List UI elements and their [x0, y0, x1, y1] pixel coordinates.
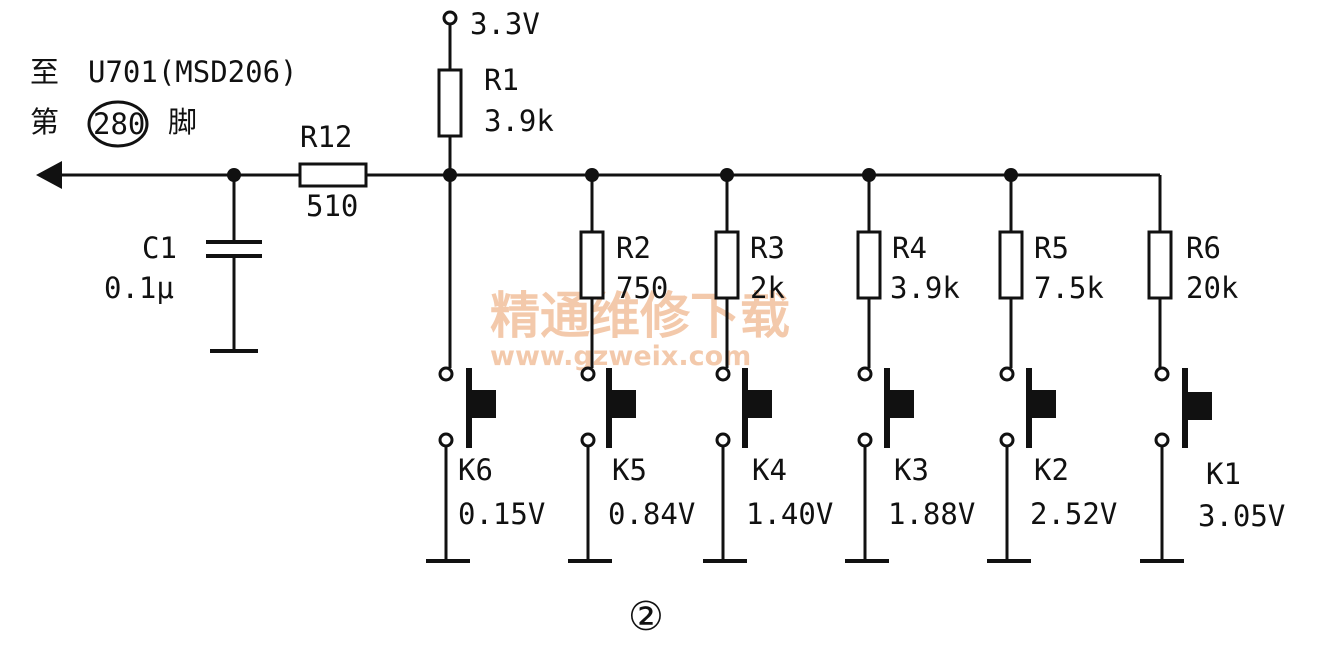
dest-line2-suffix: 脚 [168, 105, 197, 139]
k5-key: K5 [612, 453, 647, 487]
k1-key: K1 [1206, 457, 1241, 491]
r12-name: R12 [300, 120, 352, 154]
output-arrow [36, 161, 62, 189]
k4-key: K4 [752, 453, 787, 487]
k1-terminal-top [1154, 366, 1170, 382]
r6-resistor [1147, 230, 1173, 300]
r4-name: R4 [892, 231, 927, 265]
k3-voltage: 1.88V [888, 497, 975, 531]
supply-label: 3.3V [470, 7, 540, 41]
k2-voltage: 2.52V [1030, 497, 1117, 531]
dest-line2-prefix: 第 [30, 105, 59, 139]
r3-value: 2k [750, 271, 785, 305]
r2-resistor [579, 230, 605, 300]
c1-name: C1 [142, 231, 177, 265]
r1-resistor [437, 68, 463, 138]
k4-voltage: 1.40V [746, 497, 833, 531]
r5-value: 7.5k [1034, 271, 1104, 305]
k4-switch-button [748, 390, 772, 418]
k4-terminal-top [715, 366, 731, 382]
r5-name: R5 [1034, 231, 1069, 265]
k5-switch-bar [606, 368, 612, 448]
r2-name: R2 [616, 231, 651, 265]
r2-value: 750 [616, 271, 668, 305]
k5-switch-button [612, 390, 636, 418]
k6-key: K6 [458, 453, 493, 487]
k2-terminal-top [999, 366, 1015, 382]
r1-value: 3.9k [484, 104, 554, 138]
k4-switch-bar [742, 368, 748, 448]
k6-voltage: 0.15V [458, 497, 545, 531]
k1-switch-bar [1182, 368, 1188, 448]
k2-switch-button [1032, 390, 1056, 418]
r4-resistor [856, 230, 882, 300]
figure-number: ② [628, 594, 664, 640]
branch-k5: R2 750 K5 0.84V [568, 168, 695, 563]
k3-switch-button [890, 390, 914, 418]
r6-value: 20k [1186, 271, 1239, 305]
branch-k4: R3 2k K4 1.40V [703, 168, 833, 563]
r6-name: R6 [1186, 231, 1221, 265]
k2-terminal-bottom [999, 432, 1015, 448]
branch-k1: R6 20k K1 3.05V [1140, 230, 1285, 563]
k5-voltage: 0.84V [608, 497, 695, 531]
k1-voltage: 3.05V [1198, 499, 1285, 533]
k5-terminal-top [580, 366, 596, 382]
pin-circle [87, 100, 149, 148]
watermark-text: 精通维修下载 [490, 287, 790, 345]
r12-value: 510 [306, 189, 358, 223]
dest-chip: U701(MSD206) [88, 55, 298, 89]
r3-resistor [714, 230, 740, 300]
r4-value: 3.9k [890, 271, 960, 305]
k3-switch-bar [884, 368, 890, 448]
k2-switch-bar [1026, 368, 1032, 448]
k6-terminal-bottom [438, 432, 454, 448]
r1-name: R1 [484, 63, 519, 97]
k3-terminal-bottom [857, 432, 873, 448]
c1-value: 0.1μ [104, 271, 174, 305]
branch-k2: R5 7.5k K2 2.52V [987, 168, 1117, 563]
r12-resistor [298, 162, 368, 188]
k4-terminal-bottom [715, 432, 731, 448]
k3-key: K3 [894, 453, 929, 487]
r3-name: R3 [750, 231, 785, 265]
k6-terminal-top [438, 366, 454, 382]
dest-pin: 280 [93, 107, 145, 141]
watermark-url: www.gzweix.com [490, 341, 751, 372]
k5-terminal-bottom [580, 432, 596, 448]
k2-key: K2 [1034, 453, 1069, 487]
k6-switch-button [472, 390, 496, 418]
k1-switch-button [1188, 392, 1212, 420]
dest-line1-prefix: 至 [30, 55, 59, 89]
k6-switch-bar [466, 368, 472, 448]
supply-terminal [442, 10, 458, 26]
branch-k3: R4 3.9k K3 1.88V [845, 168, 975, 563]
k3-terminal-top [857, 366, 873, 382]
r5-resistor [998, 230, 1024, 300]
k1-terminal-bottom [1154, 432, 1170, 448]
